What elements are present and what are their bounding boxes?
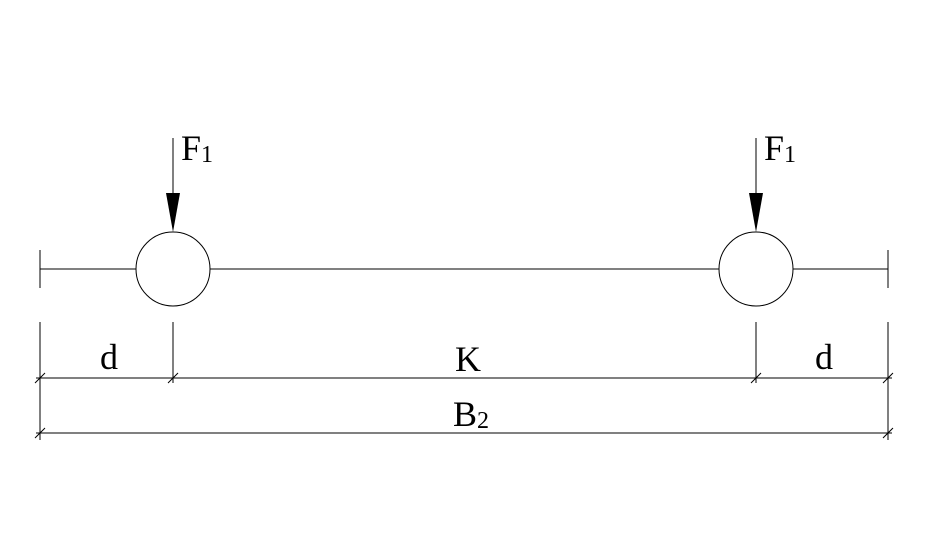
load-arrow-left [166,138,180,232]
dimension-tick [882,427,894,439]
wheel-right [718,231,794,307]
load-label-right: F1 [764,128,796,168]
dimension-tick [167,372,179,384]
dimension-label-left-d: d [100,337,118,377]
load-label-left: F1 [181,128,213,168]
dimension-label-right-d: d [815,337,833,377]
dimension-label-k: K [455,339,481,379]
dimension-tick [750,372,762,384]
dimension-tick [34,427,46,439]
dimension-tick [882,372,894,384]
wheel-left [135,231,211,307]
dimension-label-total: B2 [453,394,489,434]
load-arrow-right [749,138,763,232]
dimension-tick [34,372,46,384]
